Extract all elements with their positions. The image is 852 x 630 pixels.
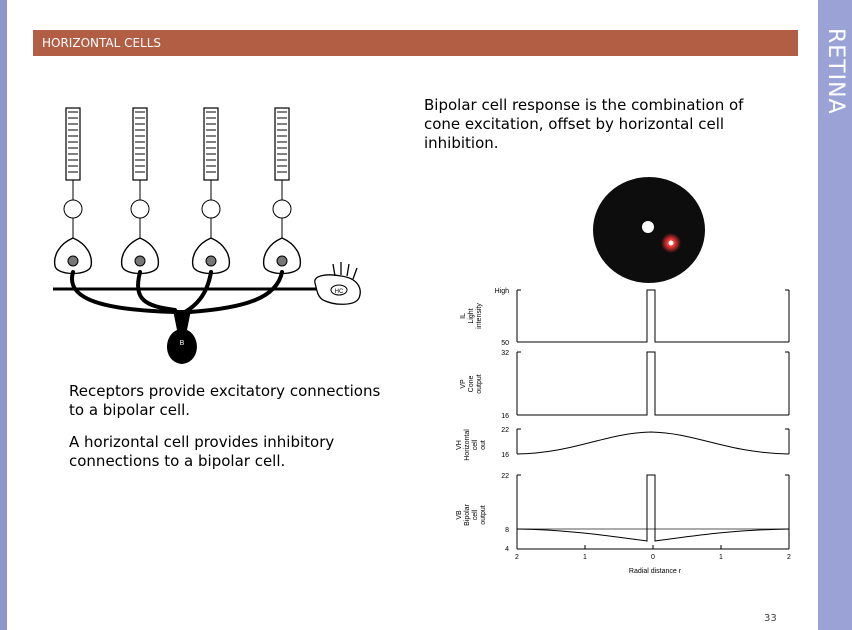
- ytick-bipolar-top: 22: [501, 473, 509, 480]
- receptors-note: Receptors provide excitatory connections…: [69, 382, 389, 420]
- horizontal-label-line3: out: [480, 440, 487, 450]
- bipolar-label-line2: cell: [472, 509, 479, 520]
- photoreceptor-1: [55, 108, 92, 274]
- ytick-cone-top: 32: [501, 350, 509, 357]
- horizontal-cell-trace: [517, 432, 789, 454]
- slide-header-title: HORIZONTAL CELLS: [42, 36, 161, 50]
- xtick-5: 2: [787, 554, 791, 561]
- xtick-1: 2: [515, 554, 519, 561]
- bipolar-response-note: Bipolar cell response is the combination…: [424, 96, 774, 153]
- xtick-3: 0: [651, 554, 655, 561]
- xtick-2: 1: [583, 554, 587, 561]
- retina-cell-diagram: B HC: [45, 100, 375, 375]
- horizontal-label-line1: Horizontal: [464, 429, 471, 461]
- cone-label-line1: Cone: [468, 376, 475, 393]
- ytick-bipolar-bottom: 4: [505, 546, 509, 553]
- slide-header-bar: HORIZONTAL CELLS: [33, 30, 798, 56]
- ytick-bipolar-mid: 8: [505, 527, 509, 534]
- xtick-4: 1: [719, 554, 723, 561]
- bipolar-label-symbol: VB: [456, 510, 463, 520]
- ytick-horizontal-top: 22: [501, 427, 509, 434]
- horizontal-cell-label: HC: [335, 289, 344, 295]
- light-label-symbol: IL: [460, 313, 467, 319]
- photoreceptor-2: [122, 108, 159, 274]
- cone-output-trace: [517, 352, 789, 415]
- horizontal-label-symbol: VH: [456, 440, 463, 450]
- center-spot: [642, 221, 654, 233]
- bipolar-cell-trace: [517, 475, 789, 541]
- horizontal-note: A horizontal cell provides inhibitory co…: [69, 433, 389, 471]
- ytick-cone-bottom: 16: [501, 413, 509, 420]
- side-title: RETINA: [823, 28, 848, 115]
- photoreceptor-4: [264, 108, 301, 274]
- ytick-light-top: High: [495, 288, 510, 295]
- cone-label-symbol: VP: [460, 379, 467, 389]
- response-graph: High 50 32 16 22 16 22 8 4 2 1 0 1 2 Rad…: [425, 283, 805, 583]
- page-number: 33: [764, 613, 777, 624]
- ytick-light-bottom: 50: [501, 340, 509, 347]
- bipolar-label-line1: Bipolar: [464, 503, 471, 525]
- ytick-horizontal-bottom: 16: [501, 452, 509, 459]
- photoreceptor-3: [193, 108, 230, 274]
- cone-label-line2: output: [476, 374, 483, 394]
- light-label-line1: Light: [468, 308, 475, 323]
- light-intensity-trace: [517, 290, 789, 342]
- bipolar-cell-body: [167, 310, 197, 364]
- left-accent-bar: [0, 0, 7, 630]
- bipolar-label: B: [180, 340, 185, 347]
- x-axis-label: Radial distance r: [629, 568, 682, 575]
- light-label-line2: intensity: [476, 303, 483, 329]
- horizontal-label-line2: cell: [472, 439, 479, 450]
- bipolar-label-line3: output: [480, 505, 487, 525]
- receptive-field-stimulus: [590, 175, 712, 285]
